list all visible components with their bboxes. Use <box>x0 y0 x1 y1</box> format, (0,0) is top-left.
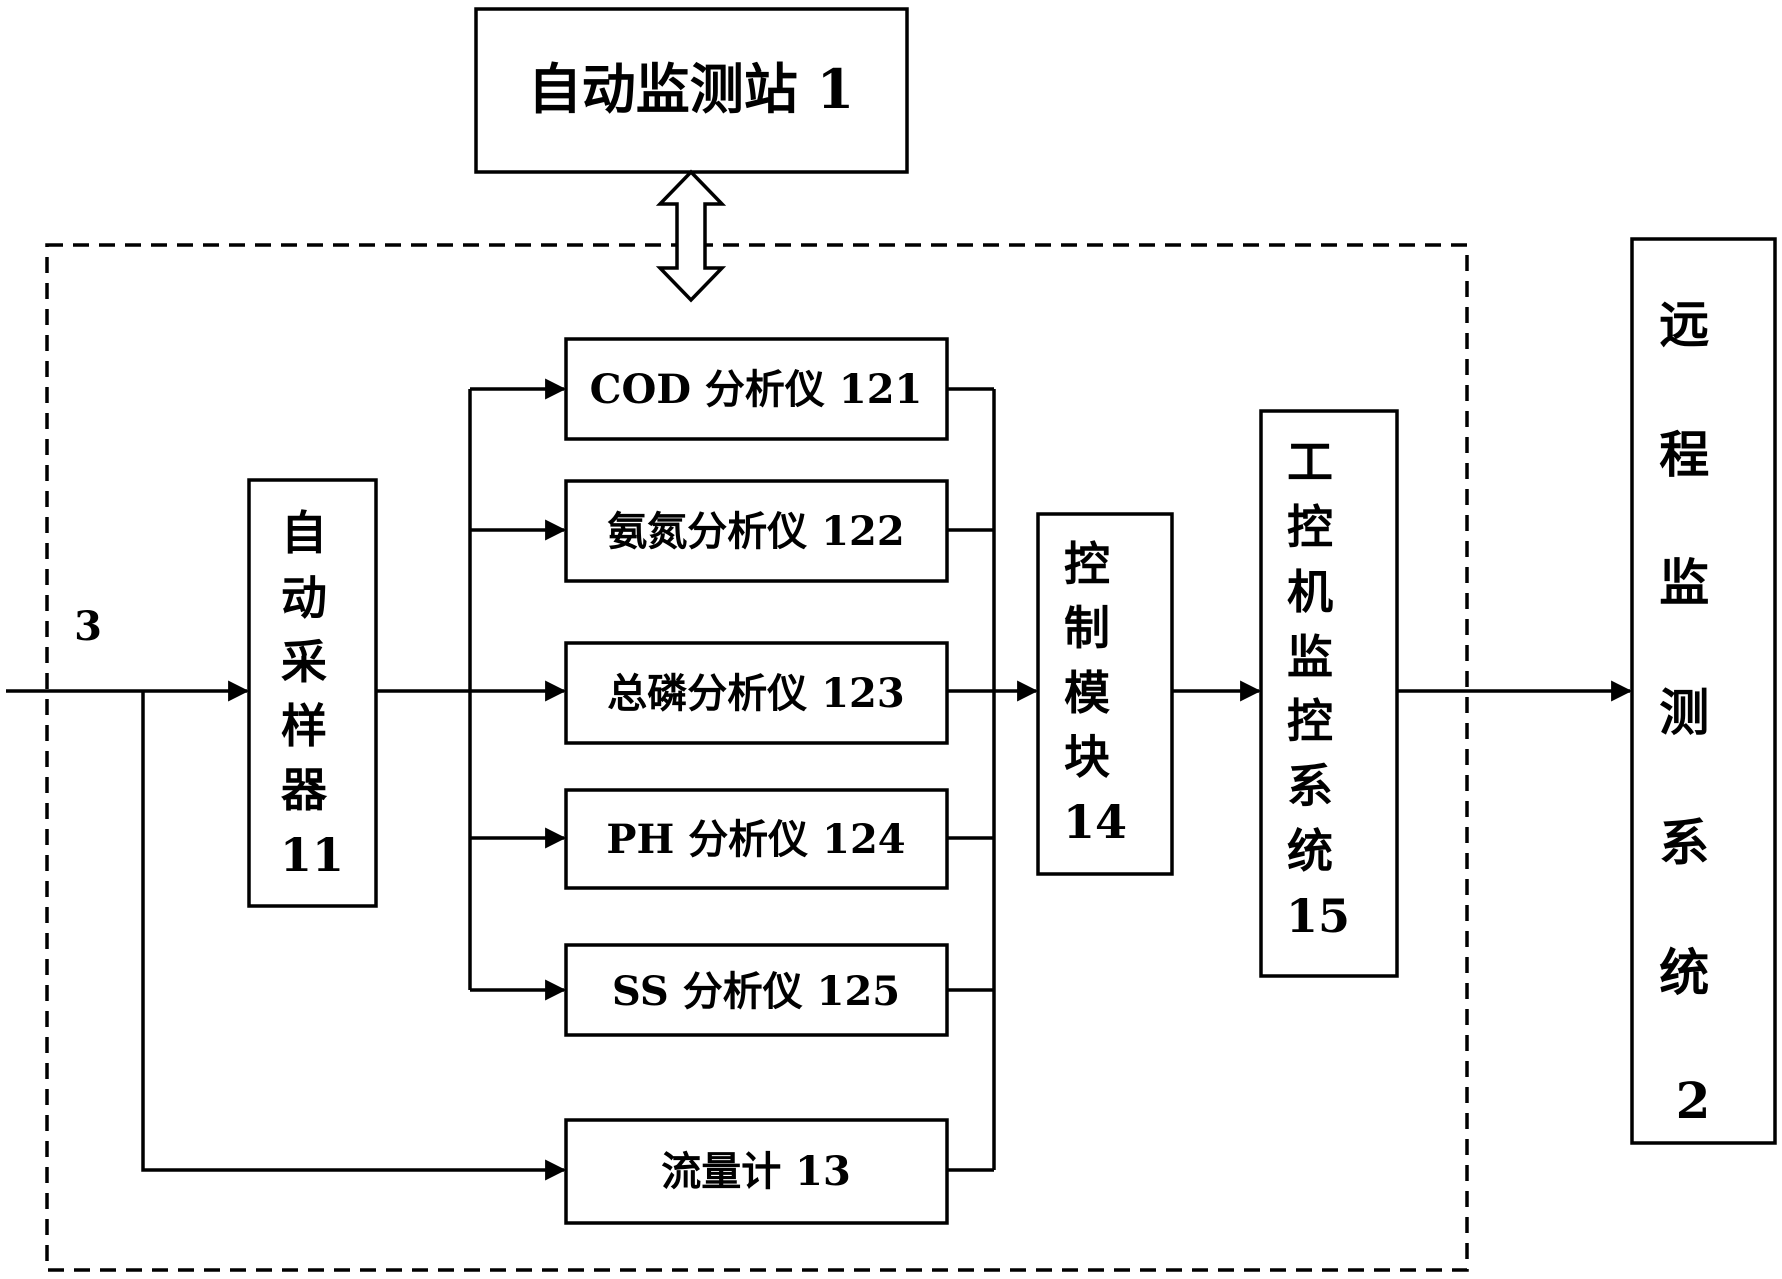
ph-analyzer-label: PH 分析仪 124 <box>606 816 905 863</box>
ph-analyzer: PH 分析仪 124 <box>564 788 949 890</box>
ipc-monitoring-system: 工 控 机 监 控 系 统 15 <box>1259 409 1399 978</box>
monitoring-station-label: 自动监测站 1 <box>528 57 854 121</box>
bidirectional-arrow <box>655 169 727 303</box>
control-module: 控 制 模 块 14 <box>1036 512 1174 876</box>
auto-sampler-label: 自 动 采 样 器 11 <box>280 506 344 882</box>
cod-analyzer-label: COD 分析仪 121 <box>590 366 923 413</box>
flowmeter: 流量计 13 <box>564 1118 949 1225</box>
ammonia-analyzer-label: 氨氮分析仪 122 <box>607 508 904 555</box>
control-module-label: 控 制 模 块 14 <box>1063 537 1127 849</box>
remote-monitoring-system: 远 程 监 测 系 统 2 <box>1630 237 1777 1145</box>
ipc-monitoring-system-label: 工 控 机 监 控 系 统 15 <box>1286 435 1350 943</box>
flowmeter-label: 流量计 13 <box>661 1148 851 1195</box>
ss-analyzer: SS 分析仪 125 <box>564 943 949 1037</box>
phosphorus-analyzer-label: 总磷分析仪 123 <box>607 670 904 717</box>
remote-monitoring-system-label: 远 程 监 测 系 统 2 <box>1659 295 1726 1130</box>
auto-sampler: 自 动 采 样 器 11 <box>247 478 378 908</box>
ammonia-analyzer: 氨氮分析仪 122 <box>564 479 949 583</box>
subsystem-boundary <box>45 243 1469 1272</box>
input-pipe-label: 3 <box>74 603 102 650</box>
input-to-flowmeter-connector <box>141 691 567 1181</box>
ss-analyzer-label: SS 分析仪 125 <box>612 968 900 1015</box>
phosphorus-analyzer: 总磷分析仪 123 <box>564 641 949 745</box>
cod-analyzer: COD 分析仪 121 <box>564 337 949 441</box>
